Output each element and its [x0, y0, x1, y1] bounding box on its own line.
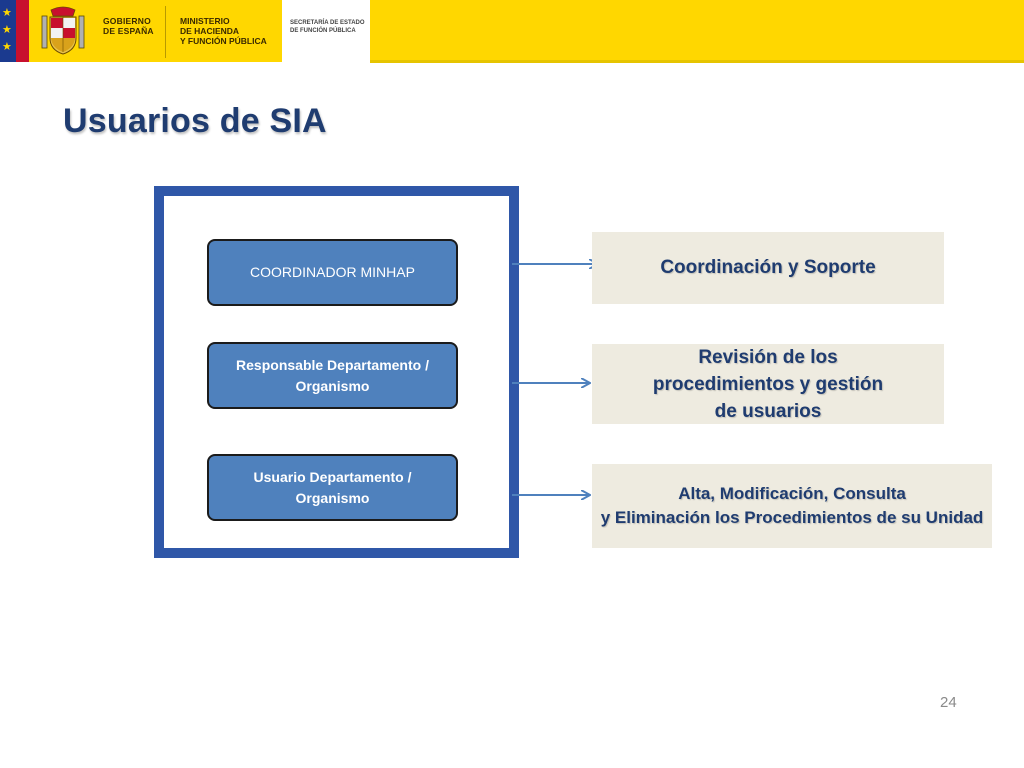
role-label: COORDINADOR MINHAP [250, 264, 415, 280]
star-icon: ★ [2, 7, 12, 19]
flag-red-strip [16, 0, 29, 62]
header-bar: ★ ★ ★ GOBIERNO DE ESPAÑA MINISTERIO DE H… [0, 0, 1024, 63]
role-box-responsible: Responsable Departamento / Organismo [207, 342, 458, 409]
secretary-logo: SECRETARÍA DE ESTADO DE FUNCIÓN PÚBLICA [282, 0, 370, 62]
description-text: de usuarios [714, 400, 822, 422]
coat-of-arms-icon [41, 6, 85, 55]
description-box-review: Revisión de los procedimientos y gestión… [592, 344, 944, 424]
description-text: Alta, Modificación, Consulta [678, 484, 906, 503]
description-text: y Eliminación los Procedimientos de su U… [600, 508, 984, 527]
description-box-procedures: Alta, Modificación, Consulta y Eliminaci… [592, 464, 992, 548]
role-box-coordinator: COORDINADOR MINHAP [207, 239, 458, 306]
role-label: Organismo [295, 377, 370, 394]
description-text: Revisión de los [698, 346, 838, 368]
header-shadow [370, 60, 1024, 63]
secretary-name: SECRETARÍA DE ESTADO DE FUNCIÓN PÚBLICA [290, 20, 365, 34]
description-text: Coordinación y Soporte [660, 257, 876, 278]
description-box-coordination: Coordinación y Soporte [592, 232, 944, 304]
ministry-name: MINISTERIO DE HACIENDA Y FUNCIÓN PÚBLICA [180, 16, 267, 46]
eu-flag-strip: ★ ★ ★ [0, 0, 16, 62]
government-logo: GOBIERNO DE ESPAÑA [29, 0, 164, 62]
government-name: GOBIERNO DE ESPAÑA [103, 16, 154, 36]
description-text: procedimientos y gestión [652, 373, 884, 395]
star-icon: ★ [2, 41, 12, 53]
slide-title: Usuarios de SIA [63, 102, 327, 140]
role-box-user: Usuario Departamento / Organismo [207, 454, 458, 521]
role-label: Usuario Departamento / [253, 468, 412, 485]
page-number: 24 [940, 694, 957, 711]
star-icon: ★ [2, 24, 12, 36]
header-divider [165, 6, 166, 58]
role-label: Organismo [295, 489, 370, 506]
role-label: Responsable Departamento / [236, 356, 429, 373]
ministry-logo: MINISTERIO DE HACIENDA Y FUNCIÓN PÚBLICA [166, 0, 282, 62]
